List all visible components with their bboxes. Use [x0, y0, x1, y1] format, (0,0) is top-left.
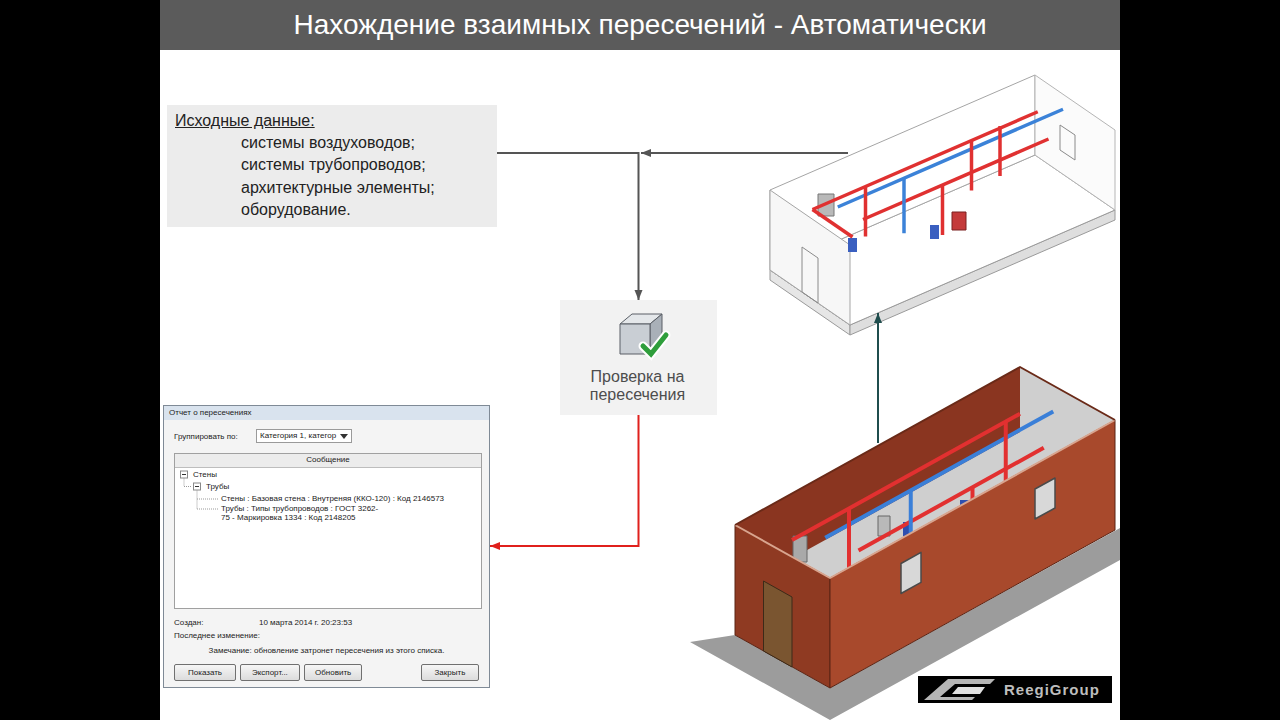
- wireframe-model: [770, 75, 1115, 335]
- slide-title: Нахождение взаимных пересечений - Автома…: [160, 0, 1120, 50]
- field-label: Последнее изменение:: [174, 631, 260, 640]
- dropdown-value: Категория 1, категор: [260, 431, 336, 440]
- button-label: Экспорт...: [252, 668, 288, 677]
- dialog-button: Показать: [174, 664, 236, 681]
- brick-model: [690, 367, 1120, 720]
- column-header: Сообщение: [175, 455, 481, 464]
- company-logo: [918, 676, 1112, 703]
- input-item: системы воздуховодов;: [241, 134, 415, 152]
- dialog-button: Закрыть: [421, 664, 479, 681]
- button-label: Обновить: [315, 668, 351, 677]
- slide-ground: [160, 0, 1120, 720]
- window-title: Отчет о пересечениях: [169, 408, 252, 417]
- note-text: Замечание: обновление затронет пересечен…: [164, 646, 489, 655]
- dropdown-arrow: [340, 434, 348, 440]
- field-value: 10 марта 2014 г. 20:23:53: [259, 618, 352, 627]
- field-label: Группировать по:: [174, 432, 238, 441]
- tree-item: Трубы: [206, 482, 229, 491]
- input-item: системы трубопроводов;: [241, 156, 426, 174]
- button-label: Закрыть: [435, 668, 466, 677]
- dropdown-box: Категория 1, категор: [256, 429, 352, 443]
- input-item: оборудование.: [241, 201, 351, 219]
- tree-leaf: Стены : Базовая стена : Внутреняя (ККО-1…: [221, 494, 476, 503]
- model-input-arrow: [641, 152, 848, 154]
- report-window: Отчет о пересеченияхГруппировать по: Созд…: [163, 405, 490, 688]
- input-item: архитектурные элементы;: [241, 179, 435, 197]
- tool-box: Проверка на пересечения: [560, 300, 717, 415]
- flow-arrow: [490, 415, 639, 546]
- tool-label: Проверка на пересечения: [568, 368, 707, 405]
- logo-text: ReegiGroup: [1004, 681, 1100, 698]
- tree-leaf: Трубы : Типы трубопроводов : ГОСТ 3262-7…: [221, 504, 476, 522]
- input-data-box: Исходные данные: системы воздуховодов; сис…: [167, 105, 497, 227]
- tree-item: Стены: [193, 470, 217, 479]
- field-label: Создан:: [174, 618, 203, 627]
- check-icon: [616, 310, 670, 362]
- flow-arrow: [497, 153, 639, 300]
- message-list: СообщениеСтеныТрубыСтены : Базовая стена…: [174, 453, 482, 609]
- button-label: Показать: [188, 668, 222, 677]
- dialog-button: Обновить: [304, 664, 362, 681]
- model-link-arrow: [877, 313, 879, 443]
- dialog-button: Экспорт...: [240, 664, 300, 681]
- title-band: [160, 0, 1120, 50]
- input-heading: Исходные данные:: [175, 112, 315, 130]
